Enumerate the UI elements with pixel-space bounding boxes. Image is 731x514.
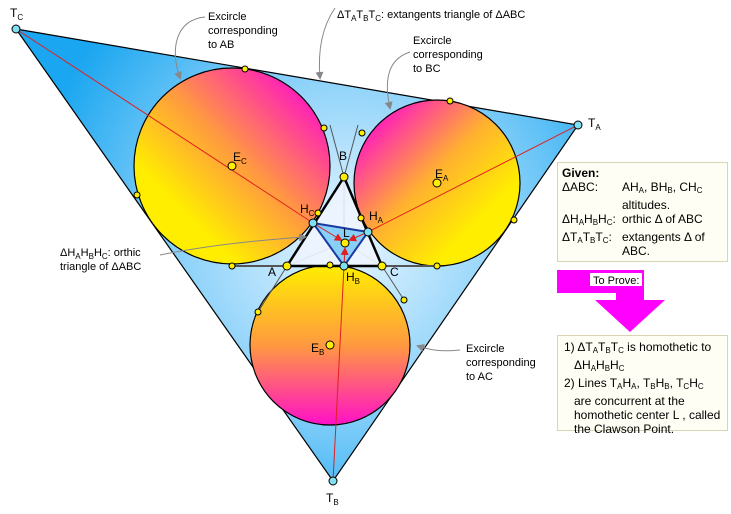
svg-text:to BC: to BC [413, 63, 441, 75]
label-tb: TB [326, 491, 339, 507]
given-row: ΔTATBTC:extangents Δ of ABC. [562, 230, 705, 258]
label-a: A [268, 265, 276, 279]
label-ec: EC [233, 150, 247, 166]
orthic-triangle [310, 221, 370, 268]
given-box: Given: ΔABC:AHA, BHB, CHC altitudes. ΔHA… [557, 162, 728, 262]
label-hb: HB [346, 270, 360, 286]
svg-text:Excircle: Excircle [413, 35, 452, 47]
svg-text:Excircle: Excircle [466, 343, 505, 355]
svg-text:corresponding: corresponding [413, 49, 483, 61]
label-ea: EA [435, 167, 449, 183]
label-ta: TA [588, 116, 601, 132]
to-prove-label-bg [590, 273, 642, 286]
svg-text:to AC: to AC [466, 371, 493, 383]
annotation-arrows [159, 7, 461, 352]
svg-text:to AB: to AB [208, 39, 234, 51]
svg-text:ΔHAHBHC: orthic: ΔHAHBHC: orthic [60, 247, 141, 261]
prove-item-1: 1) ΔTATBTC is homothetic to ΔHAHBHC [564, 340, 712, 373]
label-l: L [343, 226, 350, 240]
tangent-points [133, 65, 518, 316]
annotation-orthic: ΔHAHBHC: orthic triangle of ΔABC [60, 247, 141, 273]
svg-text:corresponding: corresponding [466, 357, 536, 369]
clawson-lines [15, 28, 579, 482]
svg-text:corresponding: corresponding [208, 25, 278, 37]
annotation-excircle-ac: Excircle corresponding to AC [466, 343, 536, 383]
annotation-excircle-ab: Excircle corresponding to AB [208, 11, 278, 51]
prove-item-2: 2) Lines TAHA, TBHB, TCHC are concurrent… [564, 376, 721, 436]
to-prove-label: To Prove: [593, 275, 639, 287]
svg-text:Excircle: Excircle [208, 11, 247, 23]
label-tc: TC [10, 6, 23, 22]
annotation-excircle-bc: Excircle corresponding to BC [413, 35, 483, 75]
given-row: ΔABC:AHA, BHB, CHC altitudes. [562, 180, 703, 212]
label-hc: HC [300, 202, 315, 218]
annotation-extangents: ΔTATBTC: extangents triangle of ΔABC [337, 9, 525, 23]
given-title: Given: [562, 166, 600, 180]
given-row: ΔHAHBHC:orthic Δ of ABC [562, 212, 703, 227]
center-points [227, 161, 442, 350]
label-c: C [390, 265, 399, 279]
svg-text:triangle of ΔABC: triangle of ΔABC [60, 261, 141, 273]
prove-box: 1) ΔTATBTC is homothetic to ΔHAHBHC 2) L… [557, 335, 728, 436]
label-b: B [339, 149, 347, 163]
label-eb: EB [311, 341, 324, 357]
label-ha: HA [369, 209, 384, 225]
vertex-points [11, 24, 583, 486]
